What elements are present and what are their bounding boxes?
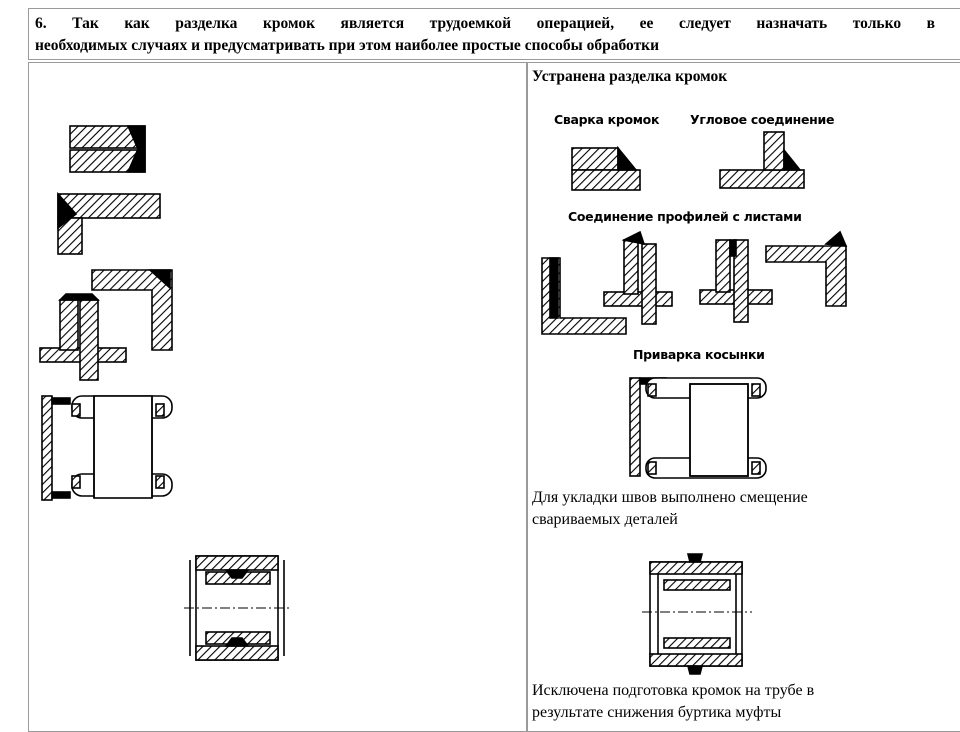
- left-drawing-butt-joint: [69, 125, 146, 173]
- label-corner-joint: Угловое соединение: [690, 112, 835, 127]
- header-line-1: 6. Так как разделка кромок является труд…: [35, 15, 935, 32]
- note-pipe-edge: Исключена подготовка кромок на трубе в р…: [532, 680, 952, 724]
- note-pipe-line-2: результате снижения буртика муфты: [532, 704, 782, 721]
- note-offset-line-1: Для укладки швов выполнено смещение: [532, 489, 808, 506]
- right-drawing-profiles: [541, 230, 848, 335]
- header-text: 6. Так как разделка кромок является труд…: [29, 9, 935, 57]
- right-drawing-corner-joint: [719, 131, 805, 189]
- label-profiles-to-sheets: Соединение профилей с листами: [568, 209, 802, 224]
- header-line-2: необходимых случаях и предусматривать пр…: [35, 37, 660, 54]
- note-offset-line-2: свариваемых деталей: [532, 511, 678, 528]
- left-drawing-corner-joint: [57, 191, 161, 255]
- left-drawing-profile-joints: [39, 269, 173, 381]
- right-drawing-pipe-coupling: [642, 553, 752, 675]
- right-column-title: Устранена разделка кромок: [532, 68, 728, 85]
- label-edge-welding: Сварка кромок: [554, 112, 660, 127]
- section-header: 6. Так как разделка кромок является труд…: [28, 8, 960, 60]
- right-drawing-gusset: [629, 377, 767, 479]
- note-pipe-line-1: Исключена подготовка кромок на трубе в: [532, 682, 815, 699]
- left-drawing-gusset: [41, 395, 173, 501]
- note-offset-parts: Для укладки швов выполнено смещение свар…: [532, 487, 952, 531]
- label-gusset-welding: Приварка косынки: [633, 347, 765, 362]
- right-drawing-edge-welding: [571, 145, 641, 191]
- left-drawing-pipe-coupling: [184, 555, 290, 661]
